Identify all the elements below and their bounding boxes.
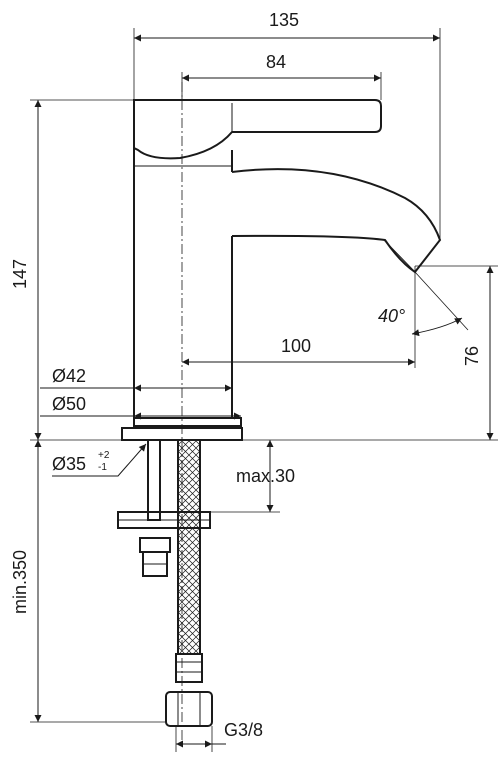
mounting-parts	[117, 439, 213, 727]
dim-hole-tol-lower: -1	[98, 462, 107, 473]
dim-connection-thread: G3/8	[224, 720, 263, 740]
base-ring	[133, 417, 242, 427]
dim-spout-height: 76	[462, 346, 482, 366]
dim-lever-length: 84	[266, 52, 286, 72]
leader-35	[52, 443, 147, 477]
dim-spout-angle: 40°	[378, 306, 405, 326]
dim-hose-length: min.350	[10, 550, 30, 614]
hose-ferrule	[175, 653, 203, 683]
dim-body-diameter: Ø42	[52, 366, 86, 386]
dim-width-total: 135	[269, 10, 299, 30]
dim-spout-reach: 100	[281, 336, 311, 356]
faucet-outline	[121, 99, 442, 441]
lever-handle	[133, 99, 382, 160]
threaded-rod	[147, 439, 161, 521]
dim-height-total: 147	[10, 259, 30, 289]
dim-arc-40	[411, 317, 463, 337]
spout	[231, 168, 442, 274]
dim-hole-tol-upper: +2	[98, 450, 110, 461]
dim-max-deck-thickness: max.30	[236, 466, 295, 486]
connection-nut	[165, 691, 213, 727]
extension-lines	[30, 28, 498, 752]
fixing-nut-top	[139, 537, 171, 553]
dim-hole-diameter: Ø35	[52, 454, 86, 474]
dim-base-diameter: Ø50	[52, 394, 86, 414]
flexible-hose	[177, 439, 201, 655]
